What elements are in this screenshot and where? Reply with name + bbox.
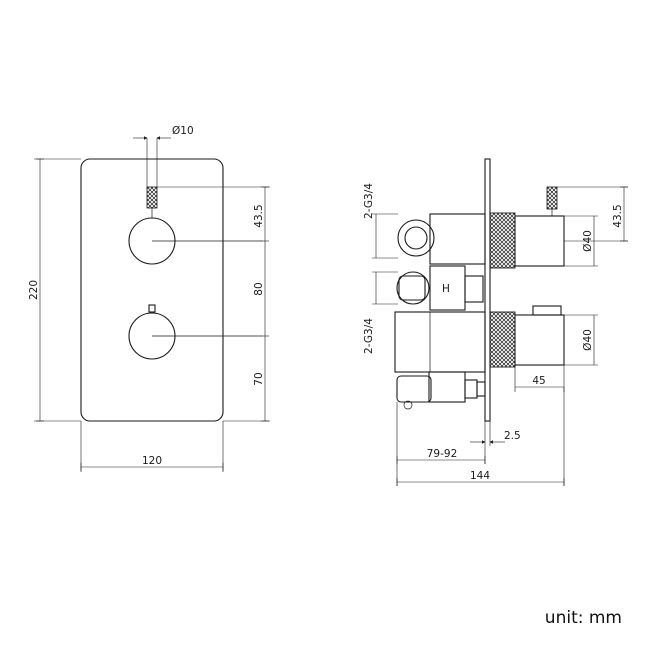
- lower-knurled-sleeve: [489, 311, 516, 368]
- hot-marker: H: [442, 283, 450, 295]
- side-handle-dia-lower-label: Ø40: [582, 329, 594, 351]
- front-between-label: 80: [253, 282, 265, 295]
- side-handle-dia-upper-label: Ø40: [582, 230, 594, 252]
- upper-handle-body: [514, 215, 565, 267]
- side-handle-length-label: 45: [532, 375, 545, 387]
- side-depth-range-label: 79-92: [427, 448, 458, 460]
- front-height-label: 220: [28, 280, 40, 300]
- upper-knurled-pin-side: [546, 186, 558, 210]
- upper-inlet-ring-inner: [404, 226, 428, 250]
- lower-handle-body: [514, 314, 565, 366]
- side-plate-thickness-label: 2.5: [504, 430, 521, 442]
- front-offset-bottom-label: 70: [253, 372, 265, 385]
- bottom-outlet: [396, 375, 432, 403]
- side-total-depth-label: 144: [470, 470, 490, 482]
- upper-knurled-sleeve: [489, 212, 516, 269]
- unit-label: unit: mm: [544, 608, 622, 628]
- lower-handle-tab: [532, 305, 562, 316]
- side-inlet-lower-label: 2-G3/4: [363, 318, 375, 354]
- front-offset-top-label: 43.5: [253, 204, 265, 227]
- front-view: Ø10 43.5 80 70 220 120: [28, 125, 270, 472]
- lower-knob-pin: [148, 304, 156, 313]
- front-plate: [80, 158, 224, 422]
- side-wall-plate: [484, 158, 491, 422]
- side-inlet-upper-label: 2-G3/4: [363, 183, 375, 219]
- hot-inlet-ring: [396, 271, 430, 305]
- upper-inlet-ring-outer: [397, 219, 435, 257]
- side-view: H 2-G3/4 2-G3/4 43.5: [363, 158, 628, 486]
- front-width-label: 120: [142, 455, 162, 467]
- side-top-offset-label: 43.5: [612, 204, 624, 227]
- upper-knurled-pin: [146, 186, 158, 209]
- front-top-dia-label: Ø10: [172, 125, 194, 137]
